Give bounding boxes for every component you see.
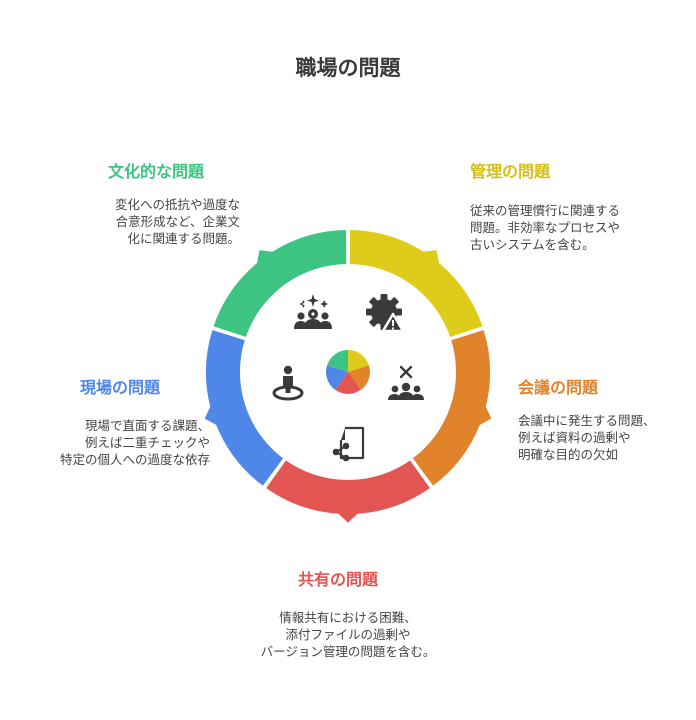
person-location-icon	[272, 365, 304, 401]
desc-meeting: 会議中に発生する問題、 例えば資料の過剰や 明確な目的の欠如	[518, 413, 656, 462]
page-title: 職場の問題	[295, 56, 401, 80]
gear-warning-icon	[366, 294, 405, 333]
pie-slice-sharing	[335, 372, 361, 394]
share-document-icon	[332, 426, 365, 462]
pie-chart-icon	[326, 350, 370, 394]
ring-segment-management	[347, 227, 485, 340]
label-management: 管理の問題	[470, 162, 551, 181]
label-field: 現場の問題	[80, 378, 161, 397]
ring-segment-sharing	[263, 457, 433, 526]
desc-management: 従来の管理慣行に関連する 問題。非効率なプロセスや 古いシステムを含む。	[470, 203, 621, 252]
label-sharing: 共有の問題	[298, 570, 379, 589]
ring-segment-field	[202, 327, 286, 489]
pie-slice-field	[326, 365, 348, 390]
ring-segment-meeting	[410, 327, 494, 489]
desc-field: 現場で直面する課題、 例えば二重チェックや 特定の個人への過度な依存	[59, 418, 210, 467]
desc-sharing: 情報共有における困難、 添付ファイルの過剰や バージョン管理の問題を含む。	[260, 610, 436, 659]
label-culture: 文化的な問題	[108, 162, 205, 181]
pie-slice-management	[348, 350, 369, 372]
label-meeting: 会議の問題	[518, 378, 599, 397]
desc-culture: 変化への抵抗や過度な 合意形成など、企業文 化に関連する問題。	[114, 197, 240, 246]
pie-slice-culture	[327, 350, 348, 372]
people-sparkle-icon	[294, 294, 332, 329]
ring-segment-culture	[211, 227, 349, 340]
group-cross-icon	[388, 365, 424, 400]
pie-slice-meeting	[348, 365, 370, 390]
